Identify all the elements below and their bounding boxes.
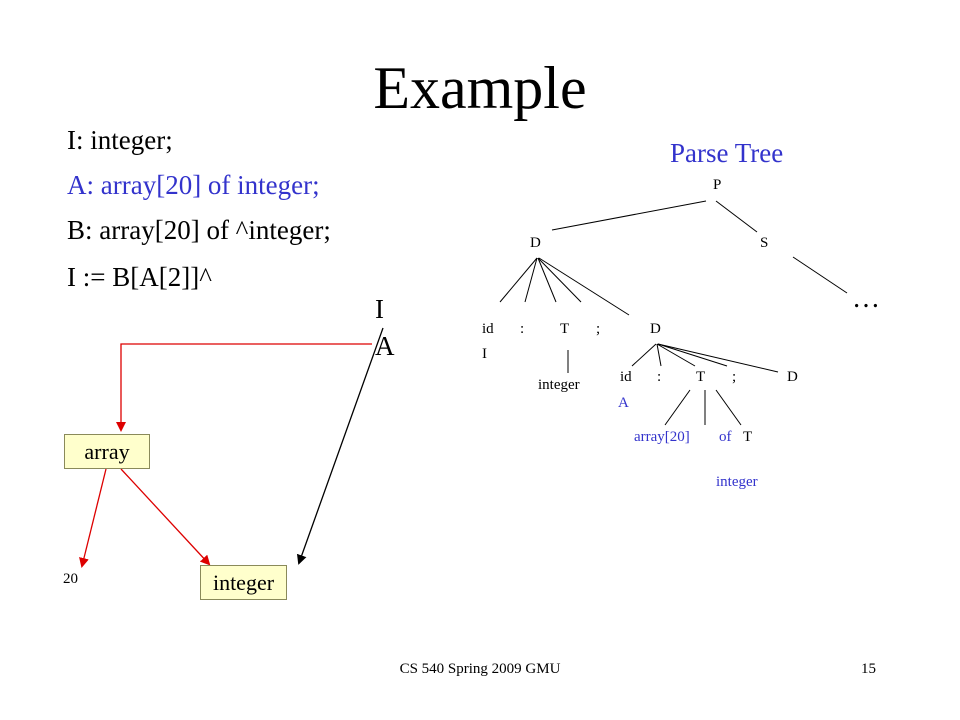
node-d-3: D (787, 369, 798, 385)
node-array-20: array[20] (634, 429, 690, 445)
code-line-4: I := B[A[2]]^ (67, 262, 212, 292)
tree-edge-d-t (537, 257, 557, 303)
code-line-2: A: array[20] of integer; (67, 170, 320, 200)
node-id-1: id (482, 321, 494, 337)
tree-edge-d-semi (537, 257, 582, 303)
tree-edge-d-id (499, 257, 538, 303)
tree-edge-d-d (538, 257, 630, 316)
tree-edge-p-d (551, 200, 707, 231)
symbol-entry-i: I (375, 294, 384, 324)
tree-edge-d-colon (524, 257, 538, 303)
node-of: of (719, 429, 732, 445)
tree-edge-t2-t (715, 389, 742, 426)
tree-edge-d2-colon (656, 343, 662, 367)
node-t-2: T (696, 369, 706, 385)
tree-edge-t2-array (664, 389, 691, 426)
footer-page-number: 15 (861, 661, 876, 677)
node-p: P (713, 177, 722, 193)
node-semi-1: ; (596, 321, 601, 337)
symbol-entry-a: A (375, 331, 395, 361)
node-integer-1: integer (538, 377, 580, 393)
tree-edge-s-ellipsis (792, 256, 848, 294)
tree-edge-d2-id (631, 343, 657, 367)
node-name-i: I (482, 346, 487, 362)
integer-type-node: integer (200, 565, 287, 600)
footer-course: CS 540 Spring 2009 GMU (399, 661, 561, 677)
node-s: S (760, 235, 769, 251)
node-semi-2: ; (732, 369, 737, 385)
node-id-2: id (620, 369, 632, 385)
node-d: D (530, 235, 541, 251)
node-t-3: T (743, 429, 753, 445)
tree-edge-p-s (715, 200, 758, 233)
symbol-i-to-integer-edge (296, 327, 384, 565)
tree-edge-d2-t (656, 343, 696, 367)
array-to-size-edge (79, 468, 107, 568)
array-size-label: 20 (63, 571, 78, 587)
code-line-1: I: integer; (67, 125, 173, 155)
node-name-a: A (618, 395, 629, 411)
parse-tree-title: Parse Tree (670, 138, 784, 168)
node-integer-2: integer (716, 474, 758, 490)
node-t-1: T (560, 321, 570, 337)
node-d-2: D (650, 321, 661, 337)
array-to-integer-edge (120, 468, 211, 566)
node-colon-1: : (520, 321, 525, 337)
node-colon-2: : (657, 369, 662, 385)
array-type-node: array (64, 434, 150, 469)
tree-edge-d2-semi (657, 343, 728, 367)
node-ellipsis: … (852, 283, 880, 314)
tree-edge-d2-d (657, 343, 779, 373)
slide-title: Example (373, 55, 587, 121)
symbol-a-to-array-edge (116, 343, 372, 432)
code-line-3: B: array[20] of ^integer; (67, 215, 331, 245)
